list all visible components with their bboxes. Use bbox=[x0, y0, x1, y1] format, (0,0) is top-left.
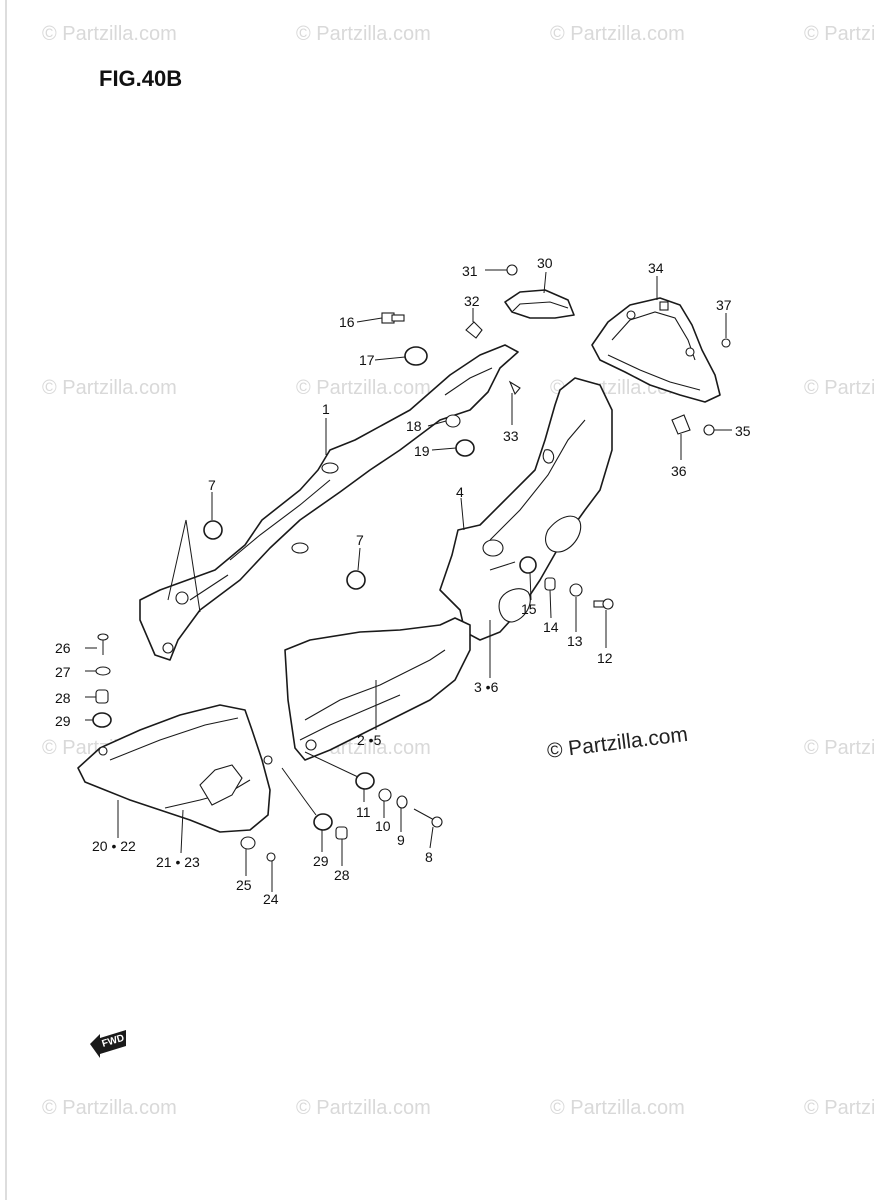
callout-11: 11 bbox=[356, 804, 371, 820]
grommet-7 bbox=[203, 520, 223, 540]
collar-14 bbox=[544, 577, 556, 591]
callout-2-5: 2 •5 bbox=[357, 732, 382, 748]
hardware bbox=[92, 264, 731, 862]
nut-37 bbox=[721, 338, 731, 348]
callout-33: 33 bbox=[503, 428, 519, 444]
screw-31 bbox=[506, 264, 518, 276]
watermark: © Partzilla.com bbox=[296, 23, 431, 45]
lower-cowl-part-20 bbox=[77, 704, 273, 833]
watermark: © Partzilla.com bbox=[804, 377, 874, 399]
washer-9 bbox=[396, 795, 408, 809]
callout-8: 8 bbox=[425, 849, 433, 865]
watermark: © Partzilla.com bbox=[804, 23, 874, 45]
callout-14: 14 bbox=[543, 619, 559, 635]
grommet-19 bbox=[455, 439, 475, 457]
bolt-16 bbox=[381, 312, 405, 324]
screw-33 bbox=[508, 380, 521, 396]
watermark: © Partzilla.com bbox=[42, 1097, 177, 1119]
callout-35: 35 bbox=[735, 423, 751, 439]
collar-28 bbox=[95, 689, 109, 704]
collar-28 bbox=[335, 826, 348, 840]
callout-18: 18 bbox=[406, 418, 422, 434]
collar-18 bbox=[445, 414, 461, 428]
figure-title: FIG.40B bbox=[99, 66, 182, 91]
bolt-8 bbox=[413, 808, 443, 828]
callout-36: 36 bbox=[671, 463, 687, 479]
grommet-29 bbox=[92, 712, 112, 728]
callout-10: 10 bbox=[375, 818, 391, 834]
callout-15: 15 bbox=[521, 601, 537, 617]
callout-12: 12 bbox=[597, 650, 613, 666]
grommet-7 bbox=[346, 570, 366, 590]
callout-25: 25 bbox=[236, 877, 252, 893]
callout-27: 27 bbox=[55, 664, 71, 680]
fwd-arrow-icon: FWD bbox=[90, 1030, 126, 1058]
callout-30: 30 bbox=[537, 255, 553, 271]
cover-part-30 bbox=[504, 289, 575, 319]
callout-24: 24 bbox=[263, 891, 279, 907]
frame-cover-part-1 bbox=[139, 344, 519, 661]
callout-7: 7 bbox=[356, 532, 364, 548]
callout-3-6: 3 •6 bbox=[474, 679, 499, 695]
callout-32: 32 bbox=[464, 293, 480, 309]
callout-13: 13 bbox=[567, 633, 583, 649]
callout-29: 29 bbox=[313, 853, 329, 869]
grab-rail-part-34 bbox=[591, 297, 721, 403]
callout-28: 28 bbox=[55, 690, 71, 706]
callout-37: 37 bbox=[716, 297, 732, 313]
washer-27 bbox=[95, 666, 111, 676]
callout-20-22: 20 • 22 bbox=[92, 838, 136, 854]
callout-29: 29 bbox=[55, 713, 71, 729]
callout-21-23: 21 • 23 bbox=[156, 854, 200, 870]
collar-10 bbox=[378, 788, 392, 802]
callout-1: 1 bbox=[322, 401, 330, 417]
screw-24 bbox=[266, 852, 276, 862]
callout-17: 17 bbox=[359, 352, 375, 368]
watermark: © Partzilla.com bbox=[296, 377, 431, 399]
clip-36 bbox=[671, 414, 691, 435]
callouts: 16 17 1 18 19 7 7 4 31 30 32 33 34 37 35… bbox=[55, 255, 751, 907]
leader-lines bbox=[85, 269, 732, 892]
lower-side-cover-part-2 bbox=[284, 617, 471, 761]
bolt-26 bbox=[97, 633, 109, 655]
callout-4: 4 bbox=[456, 484, 464, 500]
callout-28: 28 bbox=[334, 867, 350, 883]
callout-34: 34 bbox=[648, 260, 664, 276]
watermark-center: © Partzilla.com bbox=[546, 723, 689, 763]
grommet-11 bbox=[355, 772, 375, 790]
bolt-12 bbox=[593, 598, 614, 610]
grommet-17 bbox=[404, 346, 428, 366]
watermark: © Partzilla.com bbox=[804, 737, 874, 759]
washer-25 bbox=[240, 836, 256, 850]
watermark: © Partzilla.com bbox=[550, 1097, 685, 1119]
collar-15 bbox=[519, 556, 537, 574]
callout-26: 26 bbox=[55, 640, 71, 656]
callout-19: 19 bbox=[414, 443, 430, 459]
callout-16: 16 bbox=[339, 314, 355, 330]
watermark: © Partzilla.com bbox=[42, 377, 177, 399]
watermark: © Partzilla.com bbox=[42, 23, 177, 45]
side-cover-part-4 bbox=[439, 377, 613, 641]
callout-9: 9 bbox=[397, 832, 405, 848]
callout-31: 31 bbox=[462, 263, 478, 279]
watermark: © Partzilla.com bbox=[296, 1097, 431, 1119]
watermark: © Partzilla.com bbox=[804, 1097, 874, 1119]
watermark: © Partzilla.com bbox=[550, 23, 685, 45]
clip-32 bbox=[465, 321, 483, 339]
callout-7: 7 bbox=[208, 477, 216, 493]
screw-35 bbox=[703, 424, 715, 436]
grommet-29 bbox=[313, 813, 333, 831]
washer-13 bbox=[569, 583, 583, 597]
